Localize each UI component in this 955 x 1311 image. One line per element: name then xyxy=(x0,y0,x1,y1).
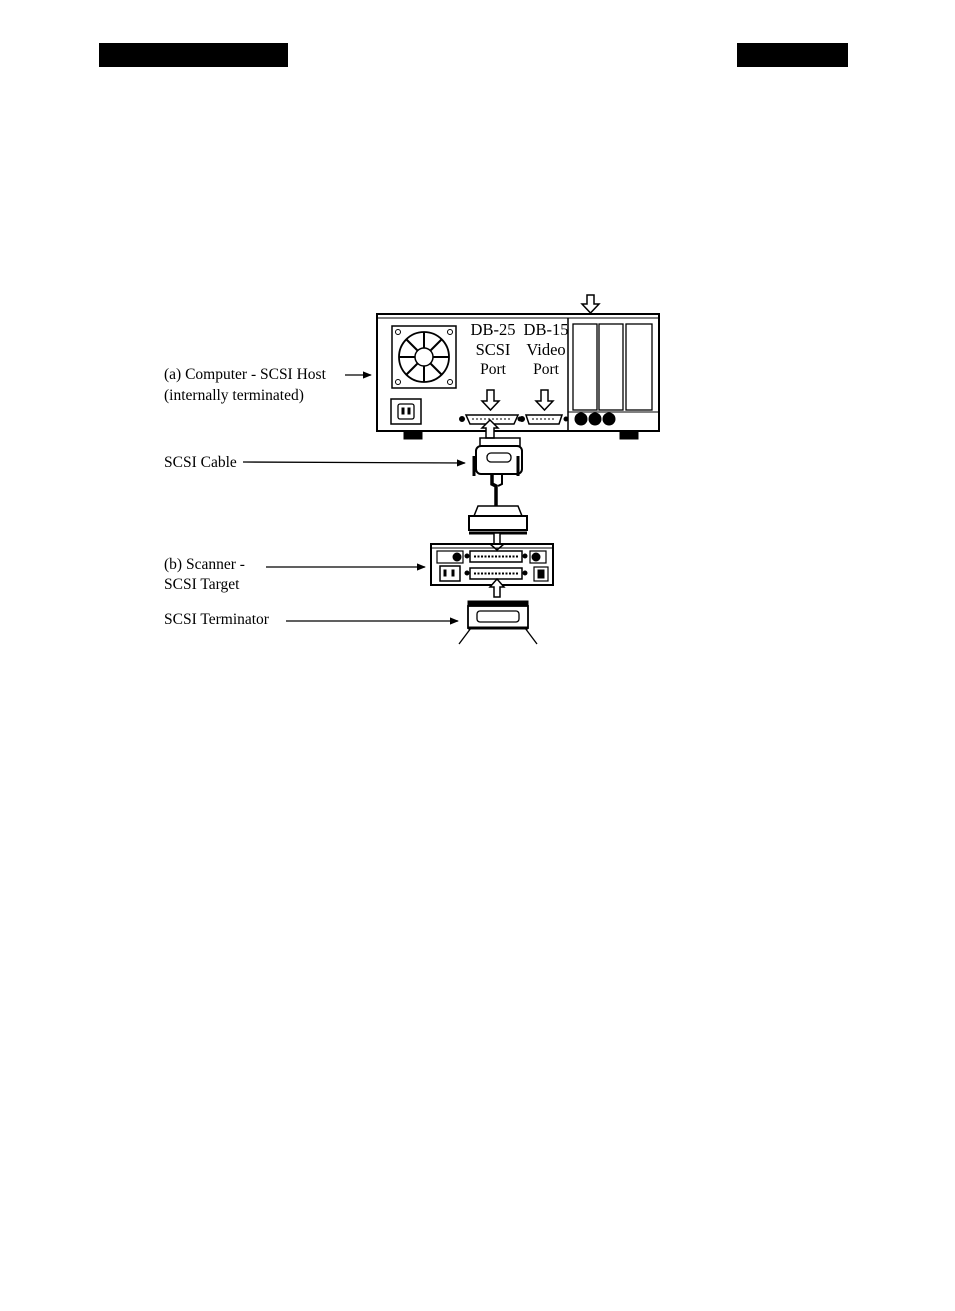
db15-port-connector xyxy=(518,415,568,424)
db15-port-label-line: DB-15 xyxy=(518,320,574,340)
cable-leader-line xyxy=(243,462,465,463)
cable-label: SCSI Cable xyxy=(164,453,237,473)
scsi-connector-icon xyxy=(469,420,527,550)
power-socket-icon xyxy=(391,399,421,424)
scanner-label-line1: (b) Scanner - xyxy=(164,555,245,575)
computer-label-line1: (a) Computer - SCSI Host xyxy=(164,365,326,385)
up-arrow-icon xyxy=(490,579,504,597)
terminator-label: SCSI Terminator xyxy=(164,610,269,630)
db15-port-label: DB-15 Video Port xyxy=(518,320,574,380)
down-arrow-icon xyxy=(582,295,599,313)
down-arrow-icon xyxy=(482,390,499,410)
db25-port-label: DB-25 SCSI Port xyxy=(465,320,521,380)
db25-port-label-line: SCSI xyxy=(465,340,521,360)
down-arrow-icon xyxy=(536,390,553,410)
fan-icon xyxy=(392,326,456,388)
db25-port-label-line: Port xyxy=(465,360,521,380)
computer-label-line2: (internally terminated) xyxy=(164,386,304,406)
scanner-label-line2: SCSI Target xyxy=(164,575,239,595)
scanner-icon xyxy=(431,544,553,585)
db25-port-label-line: DB-25 xyxy=(465,320,521,340)
db15-port-label-line: Port xyxy=(518,360,574,380)
terminator-icon xyxy=(459,601,537,644)
db15-port-label-line: Video xyxy=(518,340,574,360)
